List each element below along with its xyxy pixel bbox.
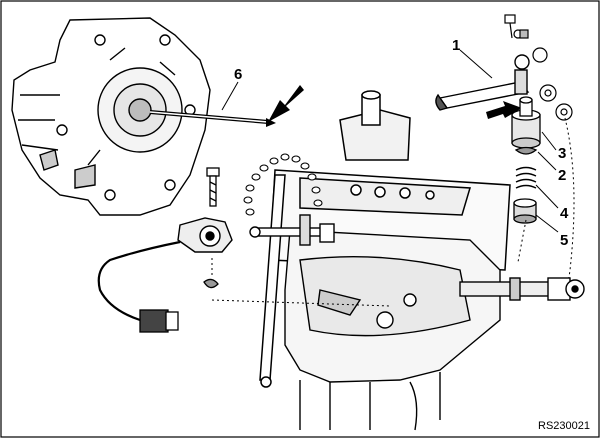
position-sensor: [177, 217, 233, 253]
callout-3: 3: [558, 145, 567, 162]
leader-line-6: [221, 81, 239, 111]
callout-1: 1: [452, 37, 461, 54]
chain: [243, 153, 323, 216]
spring-part-4: [515, 166, 537, 189]
callout-4: 4: [560, 205, 569, 222]
bolt-hardware: [504, 14, 573, 121]
clip-part-2: [514, 146, 538, 155]
sensor-cable: [97, 240, 181, 322]
bush-part-5: [513, 198, 537, 224]
bold-arrow-icon: [268, 85, 304, 122]
gearbox-housing: [11, 17, 211, 216]
figure-reference-code: RS230021: [538, 420, 590, 432]
callout-2: 2: [558, 167, 567, 184]
cable-connector: [139, 309, 179, 333]
sensor-clip: [203, 278, 219, 289]
leader-line-4: [535, 184, 559, 209]
sensor-bolt: [206, 167, 220, 207]
alignment-dotted-line: [564, 117, 575, 286]
callout-5: 5: [560, 232, 569, 249]
bushing-part-3: [511, 96, 541, 149]
leader-line-5: [535, 214, 559, 233]
bold-arrow-icon: [486, 101, 522, 119]
alignment-dotted-line-2: [517, 219, 527, 263]
pedal-arm: [259, 174, 286, 388]
leader-line-1: [459, 49, 493, 79]
leader-line-3: [541, 131, 557, 151]
pedal-housing: [284, 229, 501, 431]
pushrod: [249, 214, 335, 246]
pivot-shaft: [459, 277, 585, 301]
leader-line-2: [537, 151, 557, 171]
pin-part-6: [149, 110, 276, 127]
callout-6: 6: [234, 66, 243, 83]
lever-part-1: [435, 54, 530, 111]
